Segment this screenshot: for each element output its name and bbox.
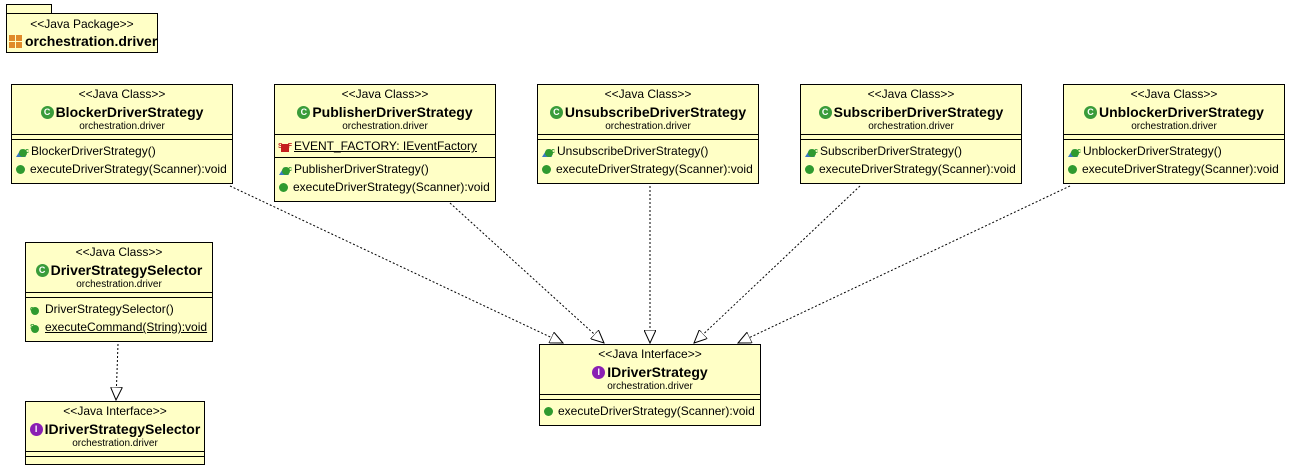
class-icon: C [40, 105, 54, 119]
edge-blocker-to-idriver [229, 185, 563, 343]
field-row[interactable]: SFEVENT_FACTORY: IEventFactory [275, 137, 495, 155]
class-stereotype: <<Java Class>> [867, 87, 955, 101]
constructor-icon: c [1068, 146, 1081, 157]
method-signature: UnsubscribeDriverStrategy() [557, 144, 709, 158]
edge-subscriber-to-idriver [694, 185, 861, 343]
class-package: orchestration.driver [342, 121, 428, 132]
class-package: orchestration.driver [79, 121, 165, 132]
class-icon: C [818, 105, 832, 119]
class-stereotype: <<Java Interface>> [63, 404, 167, 418]
package-tab [6, 4, 52, 14]
edge-unblocker-to-idriver [738, 185, 1071, 343]
constructor-icon: c [542, 146, 555, 157]
class-icon: C [35, 263, 49, 277]
method-signature: executeDriverStrategy(Scanner):void [558, 404, 755, 418]
class-name: IDriverStrategySelector [44, 421, 201, 437]
constructor-icon: c [30, 304, 42, 315]
class-icon: C [1084, 105, 1098, 119]
class-name: BlockerDriverStrategy [55, 104, 204, 120]
class-package: orchestration.driver [868, 121, 954, 132]
method-signature: executeDriverStrategy(Scanner):void [30, 162, 227, 176]
class-package: orchestration.driver [605, 121, 691, 132]
method-signature: executeDriverStrategy(Scanner):void [556, 162, 753, 176]
static-final-field-icon: SF [278, 141, 292, 152]
constructor-icon: c [805, 146, 818, 157]
class-package: orchestration.driver [76, 279, 162, 290]
method-signature: UnblockerDriverStrategy() [1083, 144, 1222, 158]
class-name: PublisherDriverStrategy [312, 104, 473, 120]
static-method-icon: S [30, 322, 42, 333]
edge-selector-to-iselector [116, 343, 118, 400]
public-method-icon [544, 406, 553, 416]
constructor-icon: c [279, 164, 292, 175]
package-stereotype: <<Java Package>> [30, 17, 134, 31]
public-method-icon [805, 164, 814, 174]
class-package: orchestration.driver [72, 438, 158, 449]
method-row[interactable]: executeDriverStrategy(Scanner):void [12, 160, 232, 178]
public-method-icon [1068, 164, 1077, 174]
package-name: orchestration.driver [25, 33, 158, 49]
method-row[interactable]: executeDriverStrategy(Scanner):void [540, 402, 760, 420]
class-name: IDriverStrategy [607, 364, 708, 380]
method-signature: executeCommand(String):void [45, 320, 208, 334]
class-stereotype: <<Java Class>> [341, 87, 429, 101]
method-signature: BlockerDriverStrategy() [31, 144, 156, 158]
interface-icon: I [29, 422, 43, 436]
method-row[interactable]: executeDriverStrategy(Scanner):void [1064, 160, 1284, 178]
public-method-icon [279, 182, 288, 192]
method-signature: DriverStrategySelector() [45, 302, 174, 316]
method-row[interactable]: executeDriverStrategy(Scanner):void [538, 160, 758, 178]
class-name: DriverStrategySelector [50, 262, 203, 278]
method-signature: PublisherDriverStrategy() [294, 162, 429, 176]
method-signature: executeDriverStrategy(Scanner):void [293, 180, 490, 194]
public-method-icon [542, 164, 551, 174]
class-stereotype: <<Java Interface>> [598, 347, 702, 361]
field-signature: EVENT_FACTORY: IEventFactory [294, 139, 477, 153]
class-name: UnblockerDriverStrategy [1099, 104, 1264, 120]
constructor-icon: c [16, 146, 29, 157]
class-stereotype: <<Java Class>> [604, 87, 692, 101]
class-name: UnsubscribeDriverStrategy [564, 104, 747, 120]
class-icon: C [549, 105, 563, 119]
class-name: SubscriberDriverStrategy [833, 104, 1004, 120]
method-signature: SubscriberDriverStrategy() [820, 144, 963, 158]
class-package: orchestration.driver [1131, 121, 1217, 132]
method-row[interactable]: executeDriverStrategy(Scanner):void [275, 178, 495, 196]
class-package: orchestration.driver [607, 381, 693, 392]
method-row[interactable]: executeDriverStrategy(Scanner):void [801, 160, 1021, 178]
interface-icon: I [592, 365, 606, 379]
edge-publisher-to-idriver [449, 202, 604, 343]
method-signature: executeDriverStrategy(Scanner):void [819, 162, 1016, 176]
package-box[interactable]: <<Java Package>> orchestration.driver [6, 13, 158, 53]
class-icon: C [297, 105, 311, 119]
package-icon [9, 34, 22, 48]
method-signature: executeDriverStrategy(Scanner):void [1082, 162, 1279, 176]
class-stereotype: <<Java Class>> [75, 245, 163, 259]
class-stereotype: <<Java Class>> [78, 87, 166, 101]
class-stereotype: <<Java Class>> [1130, 87, 1218, 101]
public-method-icon [16, 164, 25, 174]
